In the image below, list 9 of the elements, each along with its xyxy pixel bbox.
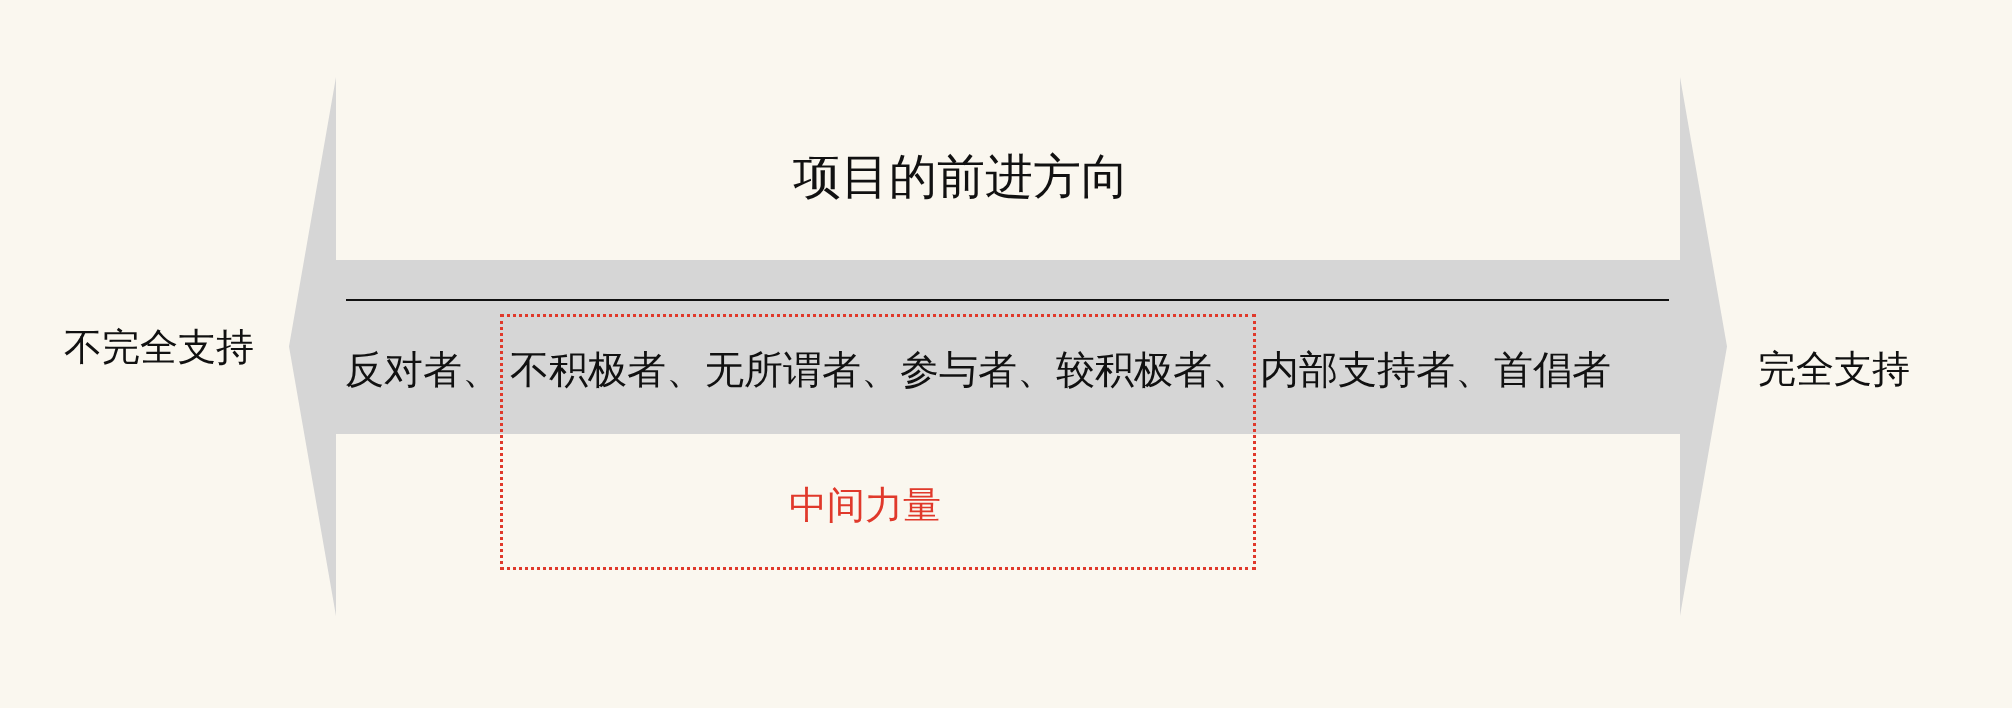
frame-label: 中间力量: [789, 483, 941, 529]
stakeholder-names: 不积极者、无所谓者、参与者、较积极者、: [510, 346, 1251, 394]
scale-end-label: 完全支持: [1758, 347, 1910, 393]
scale-end-label: 不完全支持: [64, 325, 254, 371]
stakeholder-names: 内部支持者、首倡者: [1260, 346, 1611, 394]
stakeholder-names: 反对者、: [345, 346, 501, 394]
double-arrow: [289, 77, 1727, 616]
arrow-title: 项目的前进方向: [793, 148, 1129, 206]
dotted-frame: [500, 314, 1256, 570]
